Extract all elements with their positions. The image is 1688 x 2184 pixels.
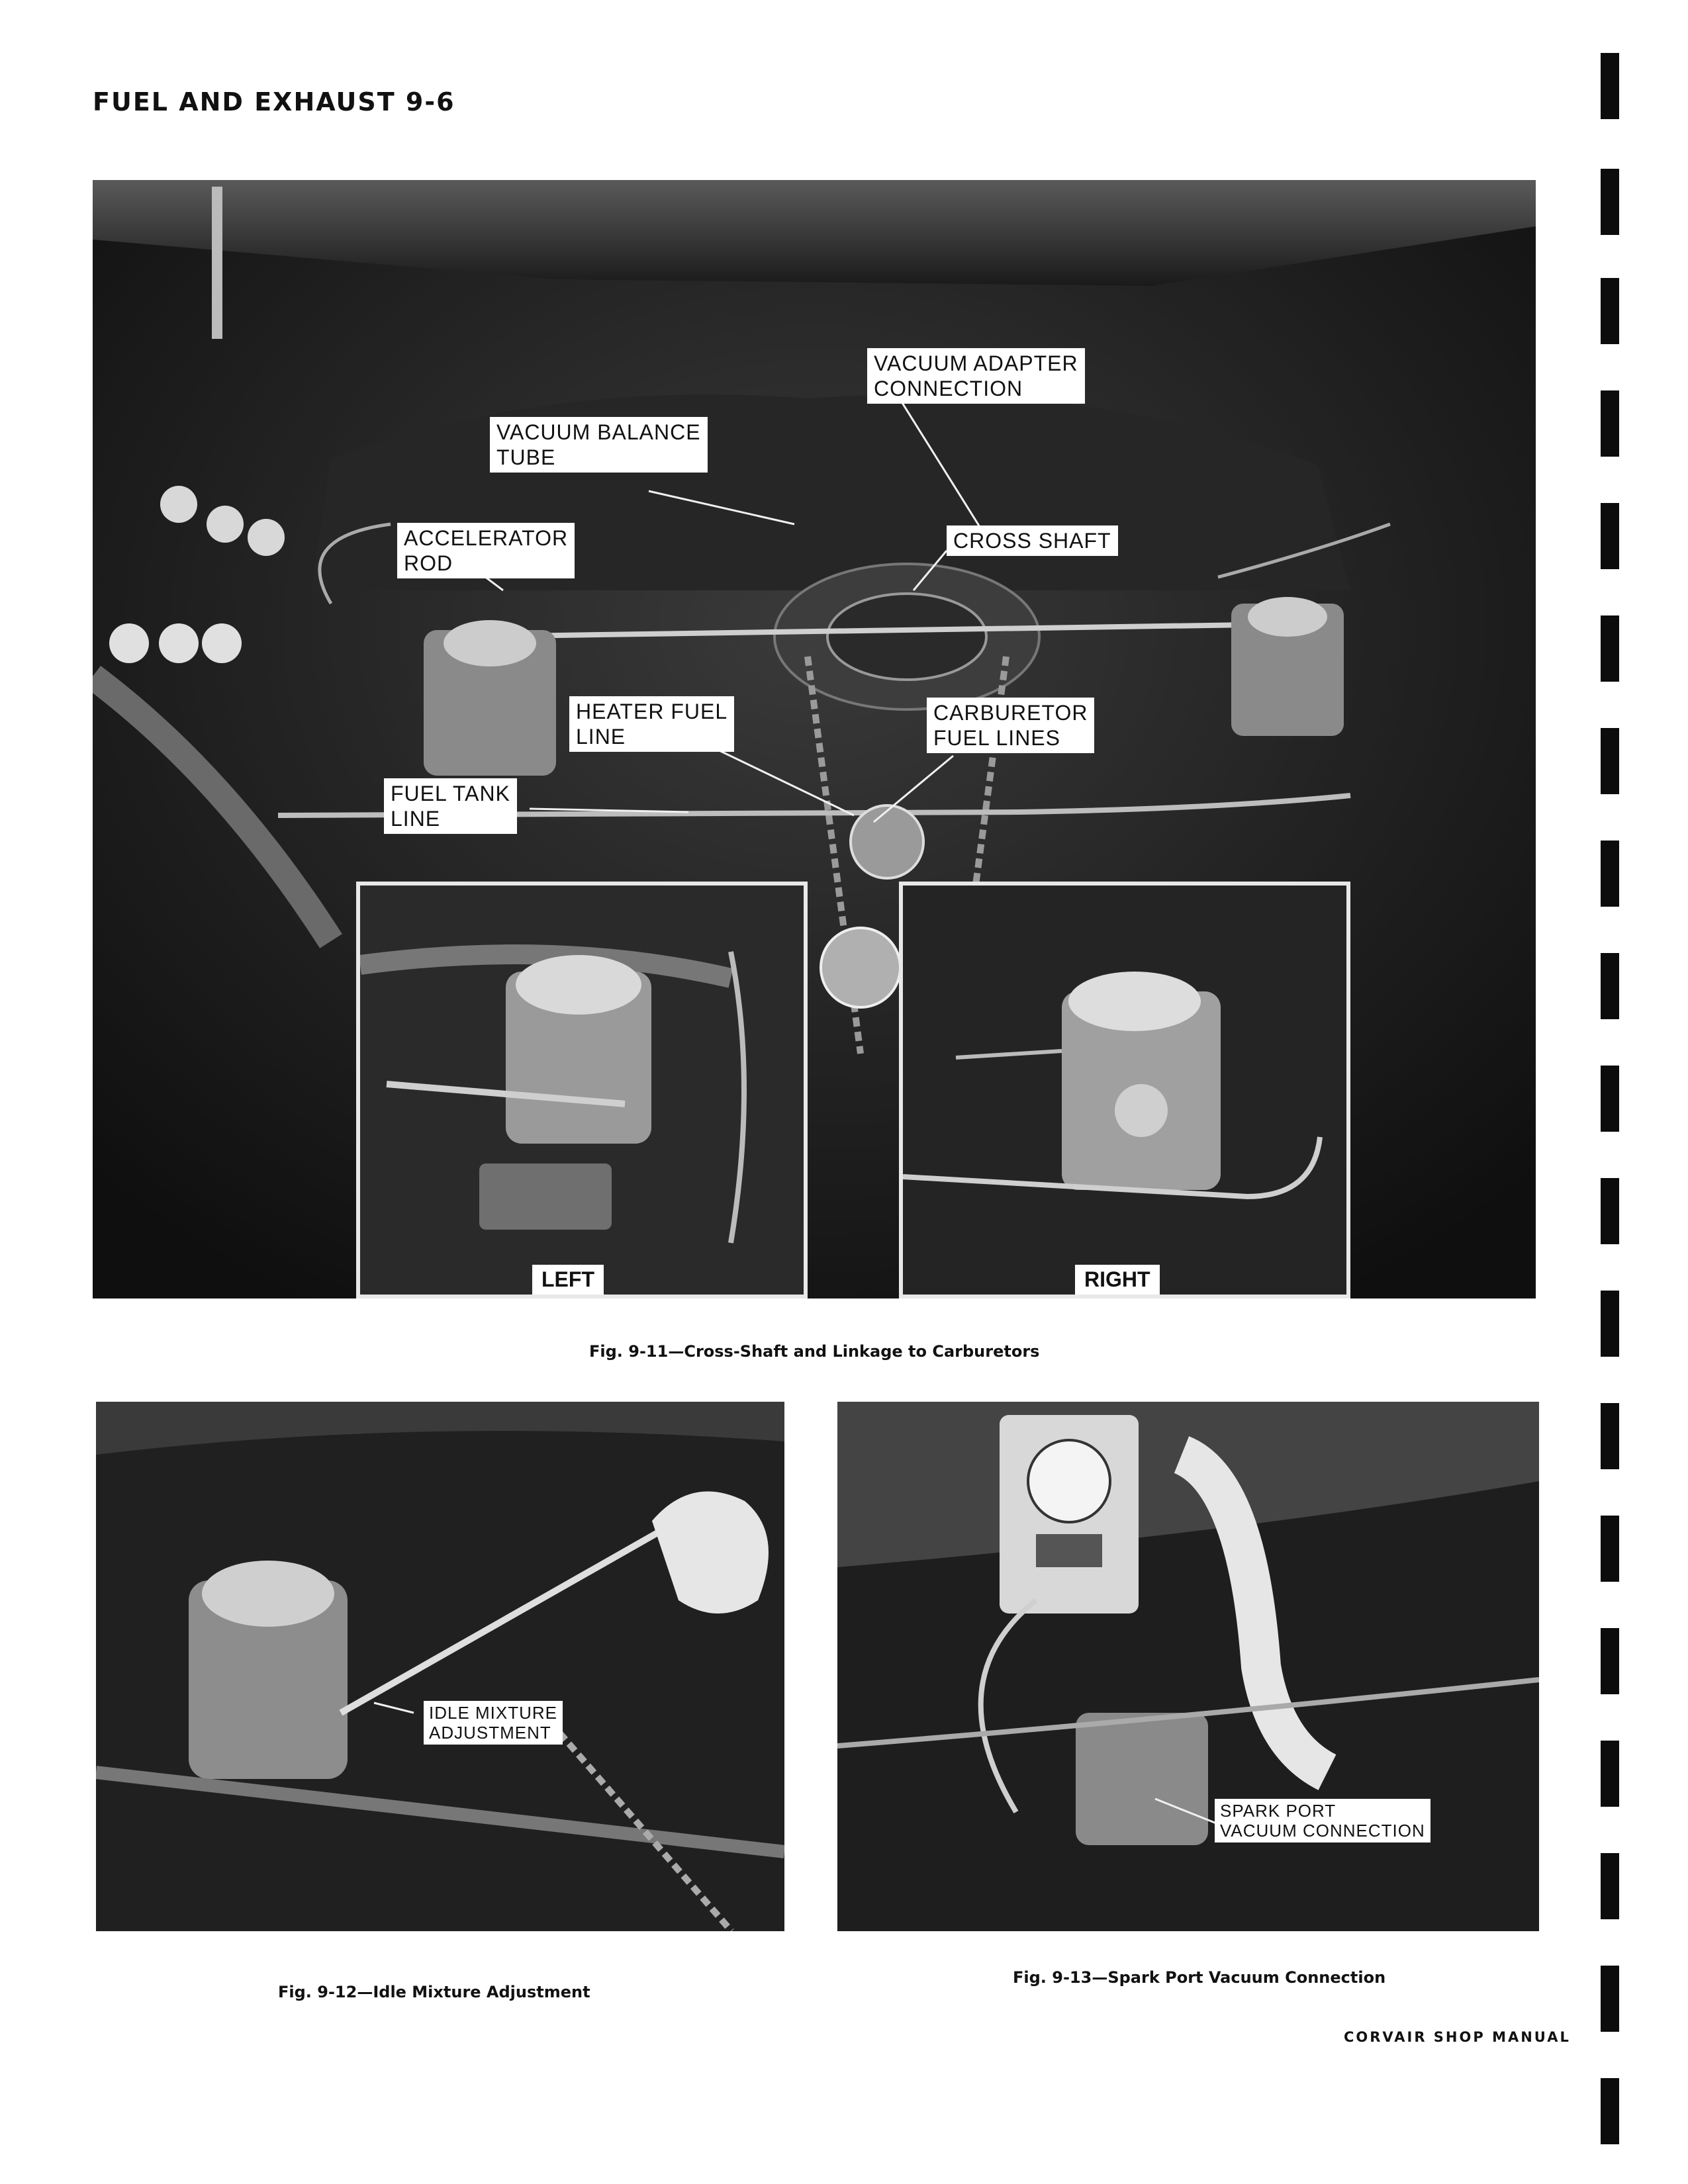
margin-mark xyxy=(1601,2078,1619,2144)
page-footer: CORVAIR SHOP MANUAL xyxy=(1344,2029,1571,2045)
margin-mark xyxy=(1601,53,1619,119)
label-vacuum-adapter-connection: VACUUM ADAPTER CONNECTION xyxy=(867,348,1085,404)
margin-mark xyxy=(1601,1066,1619,1132)
margin-mark xyxy=(1601,169,1619,235)
label-accelerator-rod: ACCELERATOR ROD xyxy=(397,523,575,578)
margin-mark xyxy=(1601,1516,1619,1582)
figure-9-13-caption: Fig. 9-13—Spark Port Vacuum Connection xyxy=(1013,1968,1386,1987)
figure-9-12-caption: Fig. 9-12—Idle Mixture Adjustment xyxy=(278,1983,590,2001)
margin-mark xyxy=(1601,1178,1619,1244)
label-fuel-tank-line: FUEL TANK LINE xyxy=(384,778,517,834)
figure-9-11-photo: LEFT RIGHT VACUUM ADAPTER CONNECTION VAC… xyxy=(93,180,1536,1298)
margin-mark xyxy=(1601,278,1619,344)
label-spark-port-vacuum-connection: SPARK PORT VACUUM CONNECTION xyxy=(1215,1799,1430,1843)
right-carburetor-illustration xyxy=(903,886,1346,1295)
page-header: FUEL AND EXHAUST 9-6 xyxy=(93,87,455,116)
margin-mark xyxy=(1601,1403,1619,1469)
margin-mark xyxy=(1601,1741,1619,1807)
inset-right-carburetor: RIGHT xyxy=(899,882,1350,1298)
label-idle-mixture-adjustment: IDLE MIXTURE ADJUSTMENT xyxy=(424,1701,563,1745)
margin-mark xyxy=(1601,1628,1619,1694)
margin-mark xyxy=(1601,503,1619,569)
margin-mark xyxy=(1601,1291,1619,1357)
inset-left-carburetor: LEFT xyxy=(356,882,808,1298)
figure-9-12-photo: IDLE MIXTURE ADJUSTMENT xyxy=(96,1402,784,1931)
figure-9-11-caption: Fig. 9-11—Cross-Shaft and Linkage to Car… xyxy=(589,1342,1040,1361)
figure-9-13-photo: SPARK PORT VACUUM CONNECTION xyxy=(837,1402,1539,1931)
margin-mark xyxy=(1601,728,1619,794)
left-carburetor-illustration xyxy=(360,886,804,1295)
inset-right-label: RIGHT xyxy=(1075,1265,1160,1295)
label-vacuum-balance-tube: VACUUM BALANCE TUBE xyxy=(490,417,708,473)
margin-mark xyxy=(1601,953,1619,1019)
engine-compartment-illustration xyxy=(93,180,1536,1298)
margin-mark xyxy=(1601,1966,1619,2032)
label-carburetor-fuel-lines: CARBURETOR FUEL LINES xyxy=(927,698,1095,753)
margin-mark xyxy=(1601,1853,1619,1919)
spark-port-vacuum-illustration xyxy=(837,1402,1539,1931)
inset-left-label: LEFT xyxy=(532,1265,604,1295)
margin-mark xyxy=(1601,615,1619,682)
label-cross-shaft: CROSS SHAFT xyxy=(947,525,1118,556)
label-heater-fuel-line: HEATER FUEL LINE xyxy=(569,696,735,752)
margin-mark xyxy=(1601,841,1619,907)
margin-registration-marks xyxy=(1601,53,1620,2144)
idle-mixture-illustration xyxy=(96,1402,784,1931)
margin-mark xyxy=(1601,390,1619,457)
